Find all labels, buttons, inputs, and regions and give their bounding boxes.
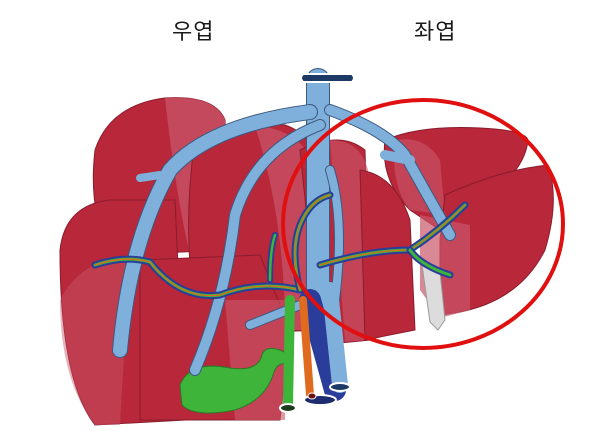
ivc-top xyxy=(300,73,355,83)
right-lobe-label: 우엽 xyxy=(172,20,215,45)
portal-vessels xyxy=(91,191,469,410)
left-lobe-label: 좌엽 xyxy=(414,20,457,45)
left-lobe-highlight-circle xyxy=(281,98,565,350)
hepatic-veins xyxy=(112,68,456,376)
